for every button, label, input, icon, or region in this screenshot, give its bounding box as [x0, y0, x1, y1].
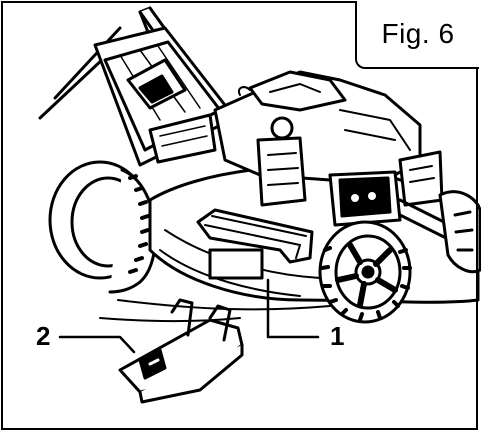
far-wheel-icon [438, 190, 481, 274]
engine-icon [213, 70, 481, 257]
rear-flap-icon [196, 208, 314, 264]
grass-bag-icon [93, 26, 237, 167]
callout-1-number: 1 [330, 321, 345, 351]
figure-label-text: Fig. 6 [381, 18, 455, 49]
callout-2: 2 [36, 321, 50, 352]
front-wheel-icon [318, 220, 412, 324]
callout-2-number: 2 [36, 321, 51, 351]
callout-1: 1 [330, 321, 344, 352]
leader-lines [58, 278, 320, 354]
mulch-plug-icon [118, 298, 244, 404]
rear-wheel-icon [48, 160, 157, 294]
figure-label: Fig. 6 [355, 1, 479, 69]
